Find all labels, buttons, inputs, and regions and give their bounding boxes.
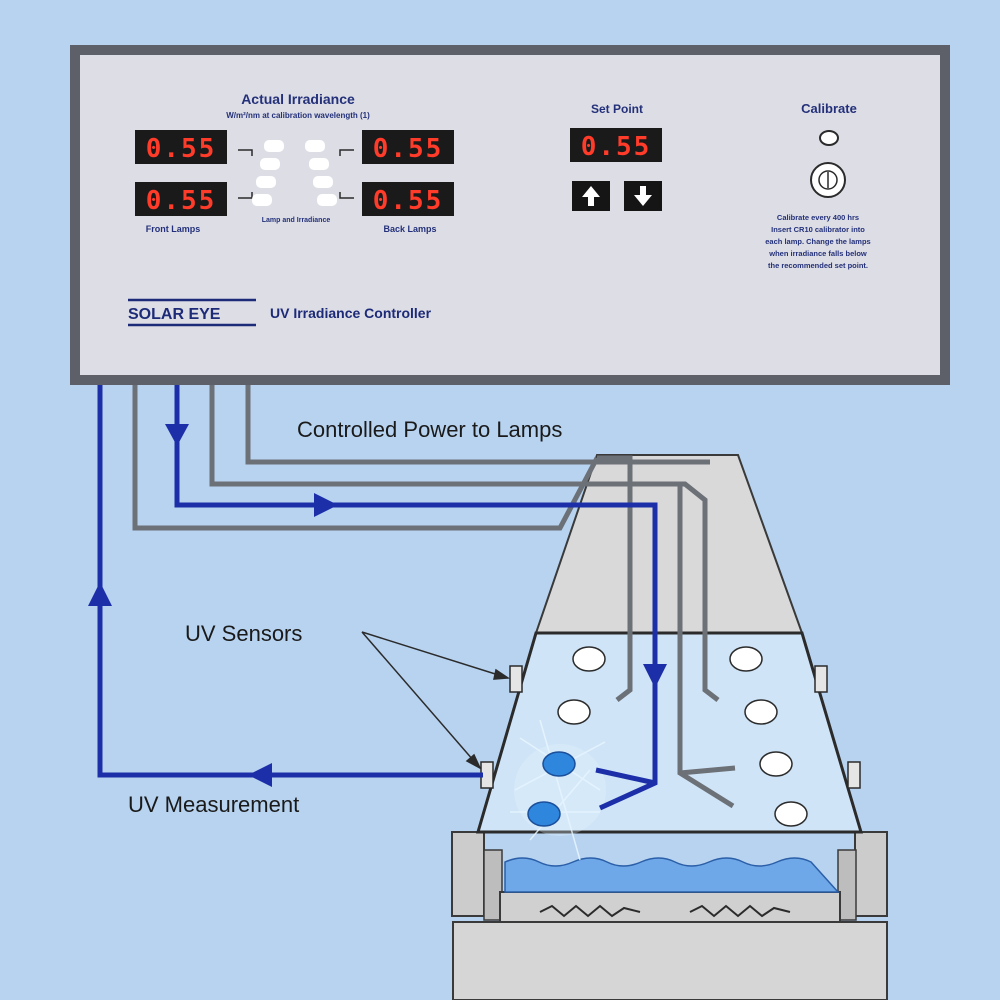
calibrate-note-line: each lamp. Change the lamps: [765, 237, 870, 246]
lamp-end: [759, 751, 793, 777]
power-line: [245, 385, 710, 465]
arrow-up-icon: [88, 582, 112, 606]
readout-bezel: [135, 182, 227, 216]
readout-back-bottom: 0.55: [362, 182, 454, 216]
readout-bezel: [362, 182, 454, 216]
power-line: [597, 455, 633, 702]
lamp-legend: Lamp and Irradiance: [262, 217, 331, 224]
lamp-dot: [252, 194, 272, 206]
lamp-end: [774, 801, 808, 827]
readout-front-bottom: 0.55: [135, 182, 227, 216]
pointer-line: [361, 631, 509, 679]
back-lamps-label: Back Lamps: [383, 224, 436, 234]
actual-irradiance-title: Actual Irradiance: [241, 91, 355, 107]
side-post-right: [854, 831, 888, 917]
side-post-left: [451, 831, 485, 917]
calibrate-note-line: when irradiance falls below: [768, 249, 867, 258]
heater-coil: [539, 904, 641, 918]
lamp-indicator-graphic: Lamp and Irradiance: [238, 140, 354, 224]
calibrate-indicator-light: [819, 130, 839, 146]
lamp-dot: [313, 176, 333, 188]
chamber-body: [476, 631, 864, 834]
calibrate-note-line: Calibrate every 400 hrs: [777, 213, 859, 222]
uv-sensor-right-top: [814, 665, 828, 693]
readout-value: 0.55: [146, 134, 217, 164]
lamp-end: [557, 699, 591, 725]
side-post-left-inner: [483, 849, 503, 921]
knob-ring: [818, 170, 838, 190]
measurement-lines: [97, 385, 658, 811]
calibrate-label: Calibrate: [801, 101, 857, 116]
heater-coil: [689, 904, 791, 918]
sensor-signal-line: [595, 767, 656, 786]
lamp-dot: [256, 176, 276, 188]
sensor-signal-line: [174, 385, 658, 811]
arrow-down-icon: [634, 186, 652, 206]
readout-bezel: [362, 130, 454, 164]
glow-ray: [539, 719, 581, 861]
lamp-dot: [264, 140, 284, 152]
chamber-base: [452, 921, 888, 1000]
calibrate-note: Calibrate every 400 hrs Insert CR10 cali…: [765, 213, 870, 270]
pointer-tip: [493, 668, 511, 680]
readout-front-top: 0.55: [135, 130, 227, 164]
readout-value: 0.55: [373, 186, 444, 216]
readout-value: 0.55: [146, 186, 217, 216]
uv-measurement-line: [97, 385, 483, 778]
calibrate-knob[interactable]: [810, 162, 846, 198]
power-label: Controlled Power to Lamps: [297, 417, 562, 442]
indicator-brackets: [238, 149, 354, 199]
lamp-dot: [317, 194, 337, 206]
power-line: [132, 385, 600, 531]
arrow-down-icon: [643, 664, 667, 688]
water-pan: [504, 857, 840, 893]
brand-logo: SOLAR EYE: [128, 298, 256, 327]
glow-ray: [529, 769, 591, 841]
arrow-down-button[interactable]: [624, 181, 662, 211]
arrow-up-button[interactable]: [572, 181, 610, 211]
heater-tray: [499, 891, 841, 923]
side-post-right-inner: [837, 849, 857, 921]
power-lines: [132, 385, 736, 809]
arrow-right-icon: [314, 493, 338, 517]
arrow-down-icon: [165, 424, 189, 446]
set-point-label: Set Point: [591, 102, 643, 116]
sensors-label: UV Sensors: [185, 621, 302, 646]
measurement-label: UV Measurement: [128, 792, 299, 817]
front-lamps-label: Front Lamps: [146, 224, 201, 234]
calibrate-note-line: Insert CR10 calibrator into: [771, 225, 865, 234]
lamp-dot: [309, 158, 329, 170]
lamp-end: [572, 646, 606, 672]
readout-bezel: [135, 130, 227, 164]
lamp-dot: [305, 140, 325, 152]
arrow-up-icon: [582, 186, 600, 206]
lamp-dot: [260, 158, 280, 170]
readout-back-top: 0.55: [362, 130, 454, 164]
lamp-end-active: [527, 801, 561, 827]
set-point-readout: 0.55: [570, 128, 662, 162]
readout-bezel: [570, 128, 662, 162]
lamp-end: [744, 699, 778, 725]
uv-sensor-right-bottom: [847, 761, 861, 789]
arrow-left-icon: [248, 763, 272, 787]
controller-panel: Actual Irradiance W/m²/nm at calibration…: [70, 45, 950, 385]
pointer-tip: [465, 753, 482, 770]
flow-arrows: [88, 424, 667, 787]
lamp-end-active: [542, 751, 576, 777]
product-name: UV Irradiance Controller: [270, 305, 432, 321]
sensor-pointers: [361, 631, 511, 770]
pointer-line: [361, 631, 481, 769]
brand-name: SOLAR EYE: [128, 306, 221, 323]
power-line: [209, 385, 720, 702]
readout-value: 0.55: [373, 134, 444, 164]
power-line: [679, 765, 736, 776]
lamp-end: [729, 646, 763, 672]
calibrate-note-line: the recommended set point.: [768, 261, 868, 270]
test-chamber: [451, 454, 888, 1000]
readout-value: 0.55: [581, 132, 652, 162]
uv-sensor-left-top: [509, 665, 523, 693]
actual-irradiance-subtitle: W/m²/nm at calibration wavelength (1): [226, 111, 370, 120]
